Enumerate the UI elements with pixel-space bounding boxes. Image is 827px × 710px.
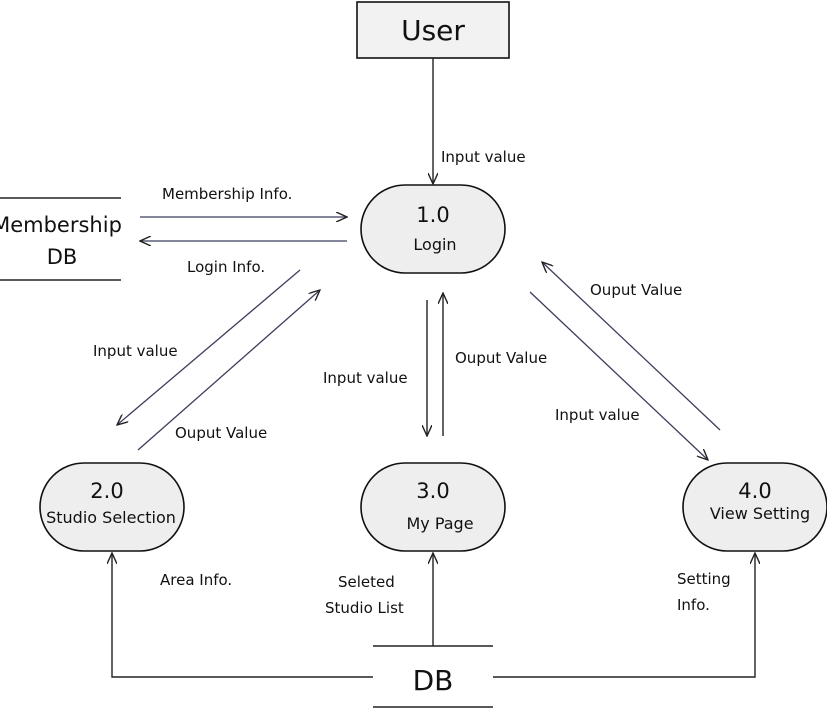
process-number: 4.0 xyxy=(738,479,771,503)
flow-label-login-to-mypage: Input value xyxy=(323,369,408,387)
flow-arrow-studio-to-login xyxy=(137,290,320,451)
db-label: DB xyxy=(413,664,454,697)
process-studio-selection: 2.0 Studio Selection xyxy=(39,462,185,552)
flow-label-mypage-to-login: Ouput Value xyxy=(455,349,547,367)
membership-db-line1: Membership xyxy=(0,213,122,237)
flow-label-studio-to-login: Ouput Value xyxy=(175,424,267,442)
process-name: Studio Selection xyxy=(46,508,176,527)
flow-label-login-info: Login Info. xyxy=(187,258,265,276)
process-name: Login xyxy=(413,235,456,254)
process-name: View Setting xyxy=(710,504,810,523)
process-view-setting: 4.0 View Setting xyxy=(682,462,827,552)
flow-label-login-to-view: Input value xyxy=(555,406,640,424)
membership-db-store: Membership DB xyxy=(0,197,122,281)
flow-label-studio-list-2: Studio List xyxy=(325,599,404,617)
process-number: 3.0 xyxy=(416,479,449,503)
process-name: My Page xyxy=(406,514,473,533)
flow-arrow-setting-info xyxy=(493,553,755,678)
user-entity: User xyxy=(356,1,510,59)
membership-db-line2: DB xyxy=(47,245,78,269)
user-label: User xyxy=(401,14,465,47)
flow-arrow-login-to-studio xyxy=(117,269,301,425)
flow-label-setting-info-2: Info. xyxy=(677,596,710,614)
flow-label-setting-info-1: Setting xyxy=(677,570,731,588)
process-number: 2.0 xyxy=(90,479,123,503)
flow-label-membership-info: Membership Info. xyxy=(162,185,292,203)
process-my-page: 3.0 My Page xyxy=(360,462,506,552)
flow-label-studio-list-1: Seleted xyxy=(338,573,395,591)
process-login: 1.0 Login xyxy=(360,184,506,274)
flow-label-user-to-login: Input value xyxy=(441,148,526,166)
flow-arrow-area-info xyxy=(112,553,373,678)
process-number: 1.0 xyxy=(416,203,449,227)
db-store: DB xyxy=(373,645,493,708)
flow-label-login-to-studio: Input value xyxy=(93,342,178,360)
flow-label-view-to-login: Ouput Value xyxy=(590,281,682,299)
flow-arrow-login-to-view xyxy=(529,291,708,460)
flow-arrow-view-to-login xyxy=(542,262,721,431)
flow-label-area-info: Area Info. xyxy=(160,571,232,589)
